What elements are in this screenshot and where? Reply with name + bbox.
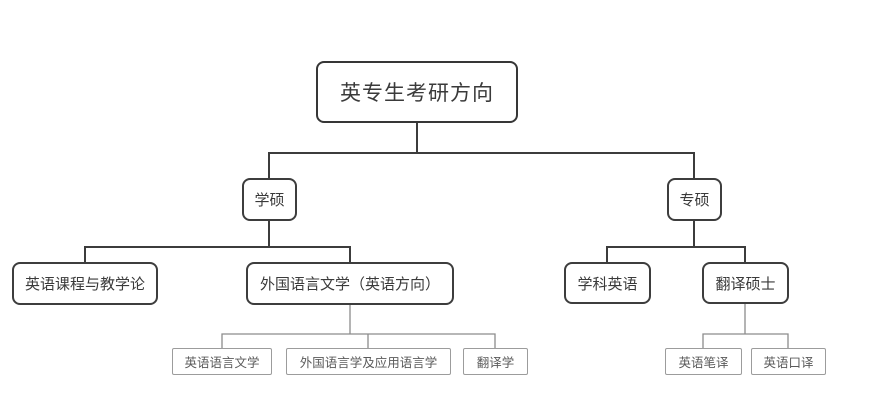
node-translation-masters: 翻译硕士 xyxy=(702,262,789,304)
node-professional-masters: 专硕 xyxy=(667,178,722,221)
node-english-written-translation: 英语笔译 xyxy=(665,348,742,375)
node-english-interpretation: 英语口译 xyxy=(751,348,826,375)
node-translation-studies: 翻译学 xyxy=(463,348,528,375)
node-english-language-literature: 英语语言文学 xyxy=(172,348,272,375)
edge-academic-to-children xyxy=(84,221,351,262)
node-subject-english: 学科英语 xyxy=(564,262,651,304)
edge-translation-masters-to-children xyxy=(702,304,789,348)
node-exam-directions: 英专生考研方向 xyxy=(316,61,518,123)
edge-root-to-level2 xyxy=(268,123,695,178)
edge-foreign-lang-lit-to-children xyxy=(221,305,496,348)
node-english-curriculum-pedagogy: 英语课程与教学论 xyxy=(12,262,158,305)
node-academic-masters: 学硕 xyxy=(242,178,297,221)
node-applied-linguistics: 外国语言学及应用语言学 xyxy=(286,348,451,375)
edge-professional-to-children xyxy=(606,221,746,262)
node-foreign-language-literature: 外国语言文学（英语方向） xyxy=(246,262,454,305)
